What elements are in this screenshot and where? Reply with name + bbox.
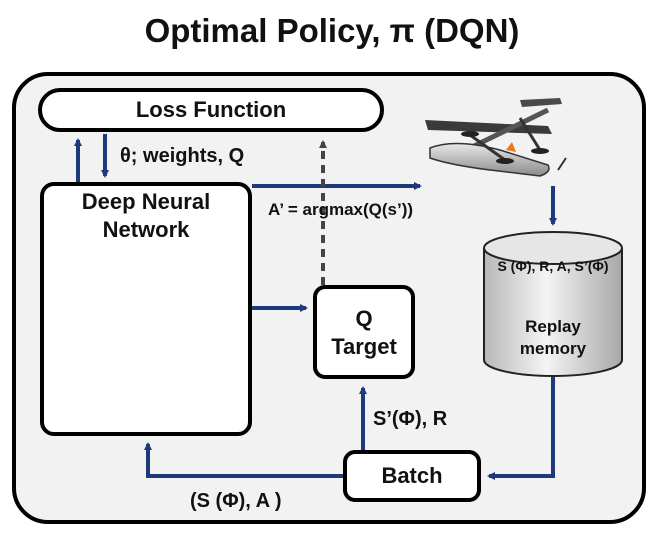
dnn-label-line2: Network: [102, 217, 190, 242]
q-target-line2: Target: [331, 334, 397, 359]
weights-label: θ; weights, Q: [120, 145, 245, 167]
arrow-batch-to-dnn: [144, 442, 343, 478]
vtol-drone-icon: [425, 98, 567, 177]
state-action-label: (S (Φ), A ): [190, 490, 282, 512]
diagram-title: Optimal Policy, π (DQN): [144, 12, 520, 49]
replay-line2: memory: [519, 339, 587, 358]
batch-label: Batch: [381, 463, 443, 488]
replay-memory-label: Replay memory: [484, 316, 622, 360]
loss-function-box: Loss Function: [38, 88, 384, 132]
replay-state-label: S (Φ), R, A, S’(Φ): [497, 258, 609, 274]
dnn-label-line1: Deep Neural: [81, 189, 211, 214]
arrow-replay-to-batch: [487, 377, 555, 480]
arrows: [74, 134, 557, 480]
deep-neural-network-box: Deep Neural Network: [40, 182, 252, 436]
batch-box: Batch: [343, 450, 481, 502]
q-target-box: Q Target: [313, 285, 415, 379]
replay-line1: Replay: [525, 317, 581, 336]
next-state-reward-label: S’(Φ), R: [373, 408, 448, 430]
q-target-line1: Q: [355, 306, 373, 331]
replay-memory-icon: [483, 231, 623, 377]
dnn-label: Deep Neural Network: [44, 188, 248, 244]
loss-function-label: Loss Function: [135, 97, 287, 122]
argmax-label: A’ = argmax(Q(s’)): [268, 200, 414, 219]
